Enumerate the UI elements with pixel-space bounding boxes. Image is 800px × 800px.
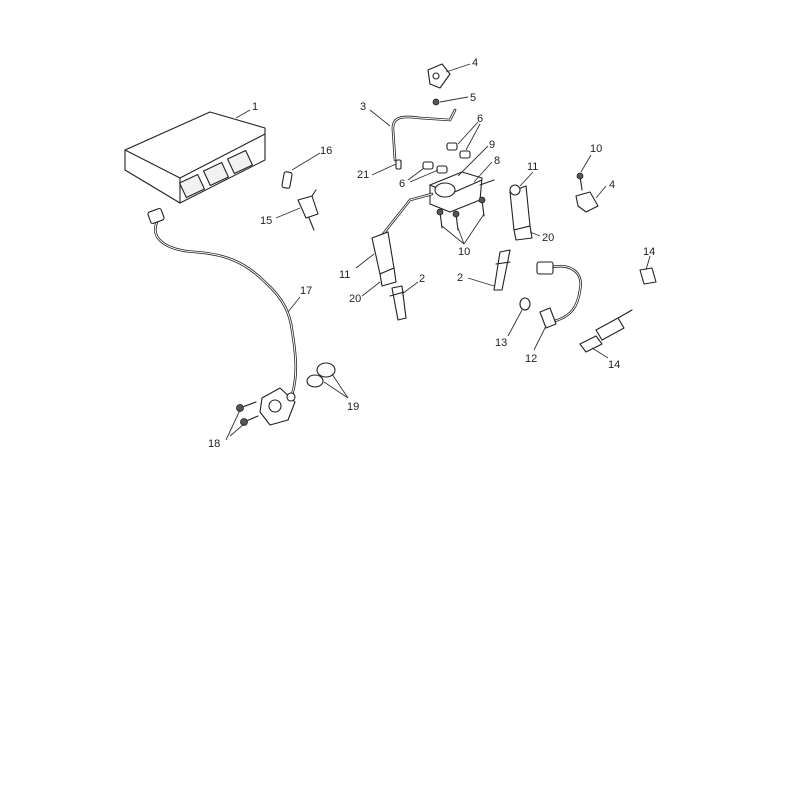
callout-label: 14 bbox=[608, 359, 620, 371]
grommet[interactable] bbox=[422, 142, 471, 174]
callout-label: 19 bbox=[347, 401, 359, 413]
callout-label: 11 bbox=[527, 161, 538, 173]
callout-label: 16 bbox=[320, 145, 332, 157]
callout-label: 3 bbox=[360, 101, 366, 113]
spark-plug-cap[interactable] bbox=[509, 184, 533, 241]
callout-label: 10 bbox=[458, 246, 470, 258]
crank-sensor-assembly[interactable] bbox=[259, 387, 296, 426]
callout-label: 13 bbox=[495, 337, 507, 349]
callout-label: 12 bbox=[525, 353, 537, 365]
callout-label: 4 bbox=[609, 179, 615, 191]
callout-label: 21 bbox=[357, 169, 369, 181]
wiring-harness[interactable] bbox=[147, 207, 298, 397]
leader-lines bbox=[225, 63, 651, 441]
spark-plug[interactable] bbox=[493, 249, 511, 291]
callout-label: 20 bbox=[542, 232, 554, 244]
callout-label: 4 bbox=[472, 57, 478, 69]
spark-plug-cap[interactable] bbox=[371, 231, 397, 287]
callout-label: 2 bbox=[419, 273, 425, 285]
sealing-washer[interactable] bbox=[519, 297, 531, 311]
callout-label: 2 bbox=[457, 272, 463, 284]
screw[interactable] bbox=[576, 172, 584, 191]
cam-sensor[interactable] bbox=[575, 191, 599, 213]
sensor-probe[interactable] bbox=[579, 309, 633, 353]
temperature-sensor[interactable] bbox=[297, 189, 319, 231]
callout-label: 1 bbox=[252, 101, 258, 113]
ecu-module[interactable] bbox=[124, 111, 266, 204]
callout-label: 9 bbox=[489, 139, 495, 151]
clip[interactable] bbox=[395, 159, 402, 170]
breather-hose[interactable] bbox=[391, 108, 457, 162]
spark-plug[interactable] bbox=[389, 285, 407, 321]
callout-label: 17 bbox=[300, 285, 312, 297]
o-ring-seal[interactable] bbox=[306, 362, 336, 388]
callout-label: 14 bbox=[643, 246, 655, 258]
ignition-coil[interactable] bbox=[429, 171, 495, 213]
bolt[interactable] bbox=[436, 196, 486, 231]
map-sensor[interactable] bbox=[427, 63, 451, 89]
callout-label: 6 bbox=[477, 113, 483, 125]
bolt[interactable] bbox=[236, 401, 259, 426]
callout-label: 11 bbox=[339, 269, 350, 281]
callout-label: 18 bbox=[208, 438, 220, 450]
screw[interactable] bbox=[432, 98, 440, 106]
callout-label: 8 bbox=[494, 155, 500, 167]
callout-label: 10 bbox=[590, 143, 602, 155]
callout-label: 6 bbox=[399, 178, 405, 190]
callout-label: 15 bbox=[260, 215, 272, 227]
screw[interactable] bbox=[281, 171, 293, 189]
coolant-sensor[interactable] bbox=[639, 267, 657, 285]
ht-lead[interactable] bbox=[378, 192, 434, 240]
callout-labels: 1 3 4 5 6 6 9 8 10 21 16 15 11 20 2 11 2… bbox=[208, 57, 655, 450]
callout-label: 5 bbox=[470, 92, 476, 104]
callout-label: 20 bbox=[349, 293, 361, 305]
oxygen-sensor[interactable] bbox=[536, 261, 582, 329]
